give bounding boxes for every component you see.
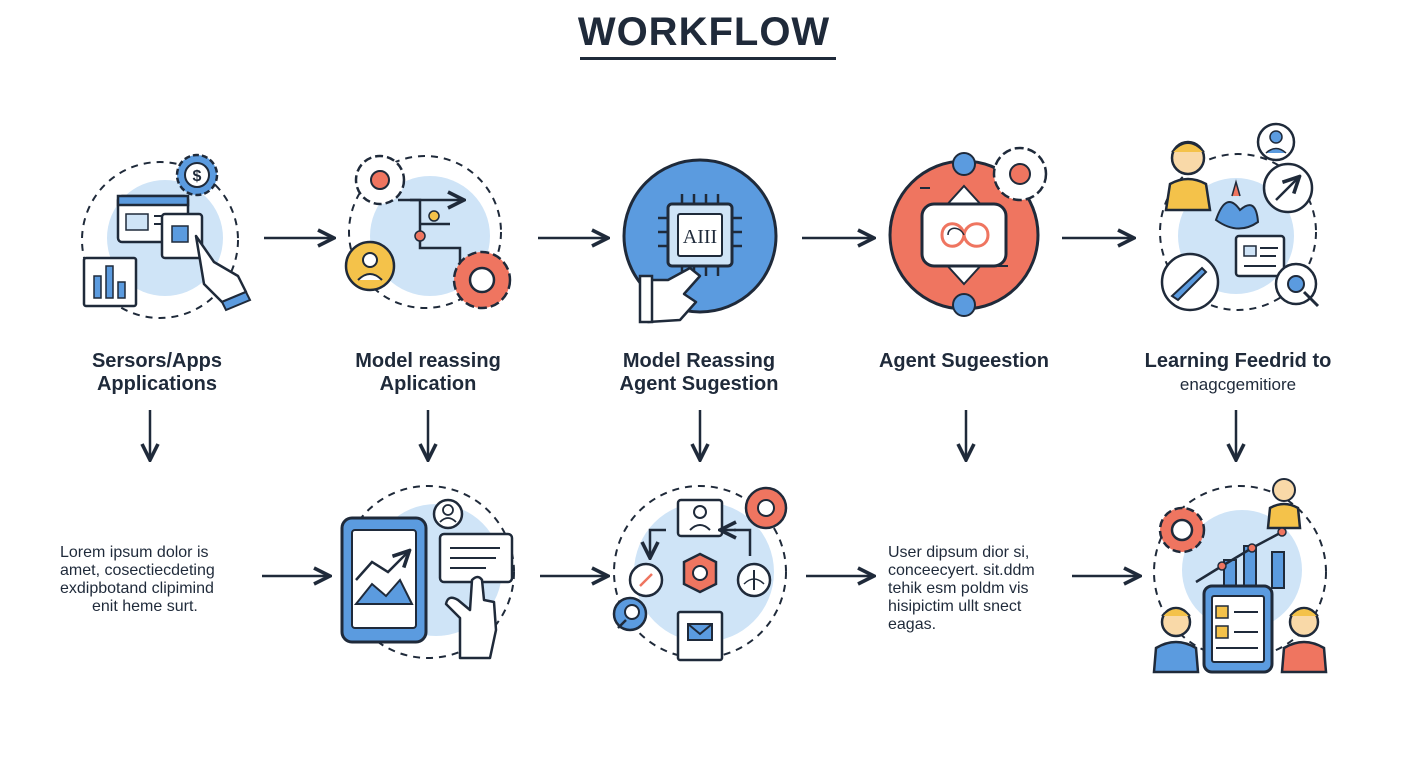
description-line: amet, cosectiecdeting — [60, 562, 215, 579]
step-label-line1: Model reassing — [355, 350, 501, 372]
step-label-line2: enagcgemitiore — [1179, 375, 1297, 394]
description-line: exdipbotand clipimind — [60, 580, 214, 597]
sensors-apps-icon: $ — [81, 153, 252, 319]
step-label-line1: Sersors/Apps — [91, 350, 223, 372]
description-line: User dipsum dior si, — [888, 544, 1030, 561]
step-label-model-reasoning: Model reassing Aplication — [310, 350, 546, 396]
model-reasoning-icon — [344, 154, 512, 310]
agent-suggestion-icon — [888, 146, 1048, 317]
step-label-line2: Agent Sugestion — [619, 373, 779, 395]
description-line: Lorem ipsum dolor is — [60, 544, 209, 561]
step-label-model-agent: Model Reassing Agent Sugestion — [580, 350, 818, 396]
description-line: hisipictim ullt snect — [888, 598, 1022, 615]
learning-feedback-icon — [1159, 122, 1320, 312]
title-underline — [580, 57, 836, 60]
description-line: enit heme surt. — [92, 598, 198, 615]
step-label-agent-suggestion: Agent Sugeestion — [846, 350, 1082, 373]
step-label-line2: Aplication — [379, 373, 477, 395]
step-label-line1: Learning Feedrid to — [1144, 350, 1332, 372]
engagement-dashboard-icon — [1152, 478, 1328, 674]
step-label-line1: Agent Sugeestion — [878, 350, 1049, 372]
step-label-learning-feedback: Learning Feedrid to enagcgemitiore — [1118, 350, 1358, 396]
description-left: Lorem ipsum dolor is amet, cosectiecdeti… — [60, 544, 250, 616]
agent-hub-icon — [612, 485, 788, 662]
step-label-sensors: Sersors/Apps Applications — [40, 350, 274, 396]
page-title: WORKFLOW — [577, 10, 831, 54]
chip-label: AIII — [683, 226, 717, 248]
step-label-line1: Model Reassing — [622, 350, 776, 372]
step-label-line2: Applications — [96, 373, 217, 395]
description-right: User dipsum dior si, conceecyert. sit.dd… — [888, 544, 1064, 634]
description-line: eagas. — [888, 616, 937, 633]
tablet-chat-icon — [340, 485, 515, 660]
description-line: tehik esm poldm vis — [888, 580, 1029, 597]
ai-chip-icon: AIII — [622, 158, 778, 324]
svg-text:$: $ — [193, 168, 202, 185]
description-line: conceecyert. sit.ddm — [888, 562, 1035, 579]
